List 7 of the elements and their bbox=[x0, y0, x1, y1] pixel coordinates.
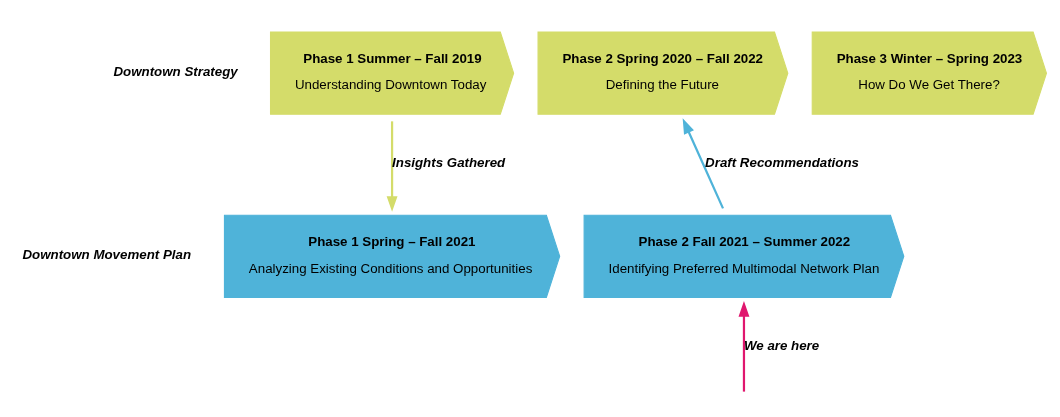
arrow bbox=[738, 300, 750, 392]
label: Downtown Strategy bbox=[113, 63, 238, 78]
arrow bbox=[386, 120, 398, 212]
edge-label: We are here bbox=[743, 337, 820, 353]
edge-label: Draft Recommendations bbox=[705, 154, 859, 170]
arrow bbox=[682, 117, 724, 209]
label: Downtown Movement Plan bbox=[22, 246, 192, 262]
